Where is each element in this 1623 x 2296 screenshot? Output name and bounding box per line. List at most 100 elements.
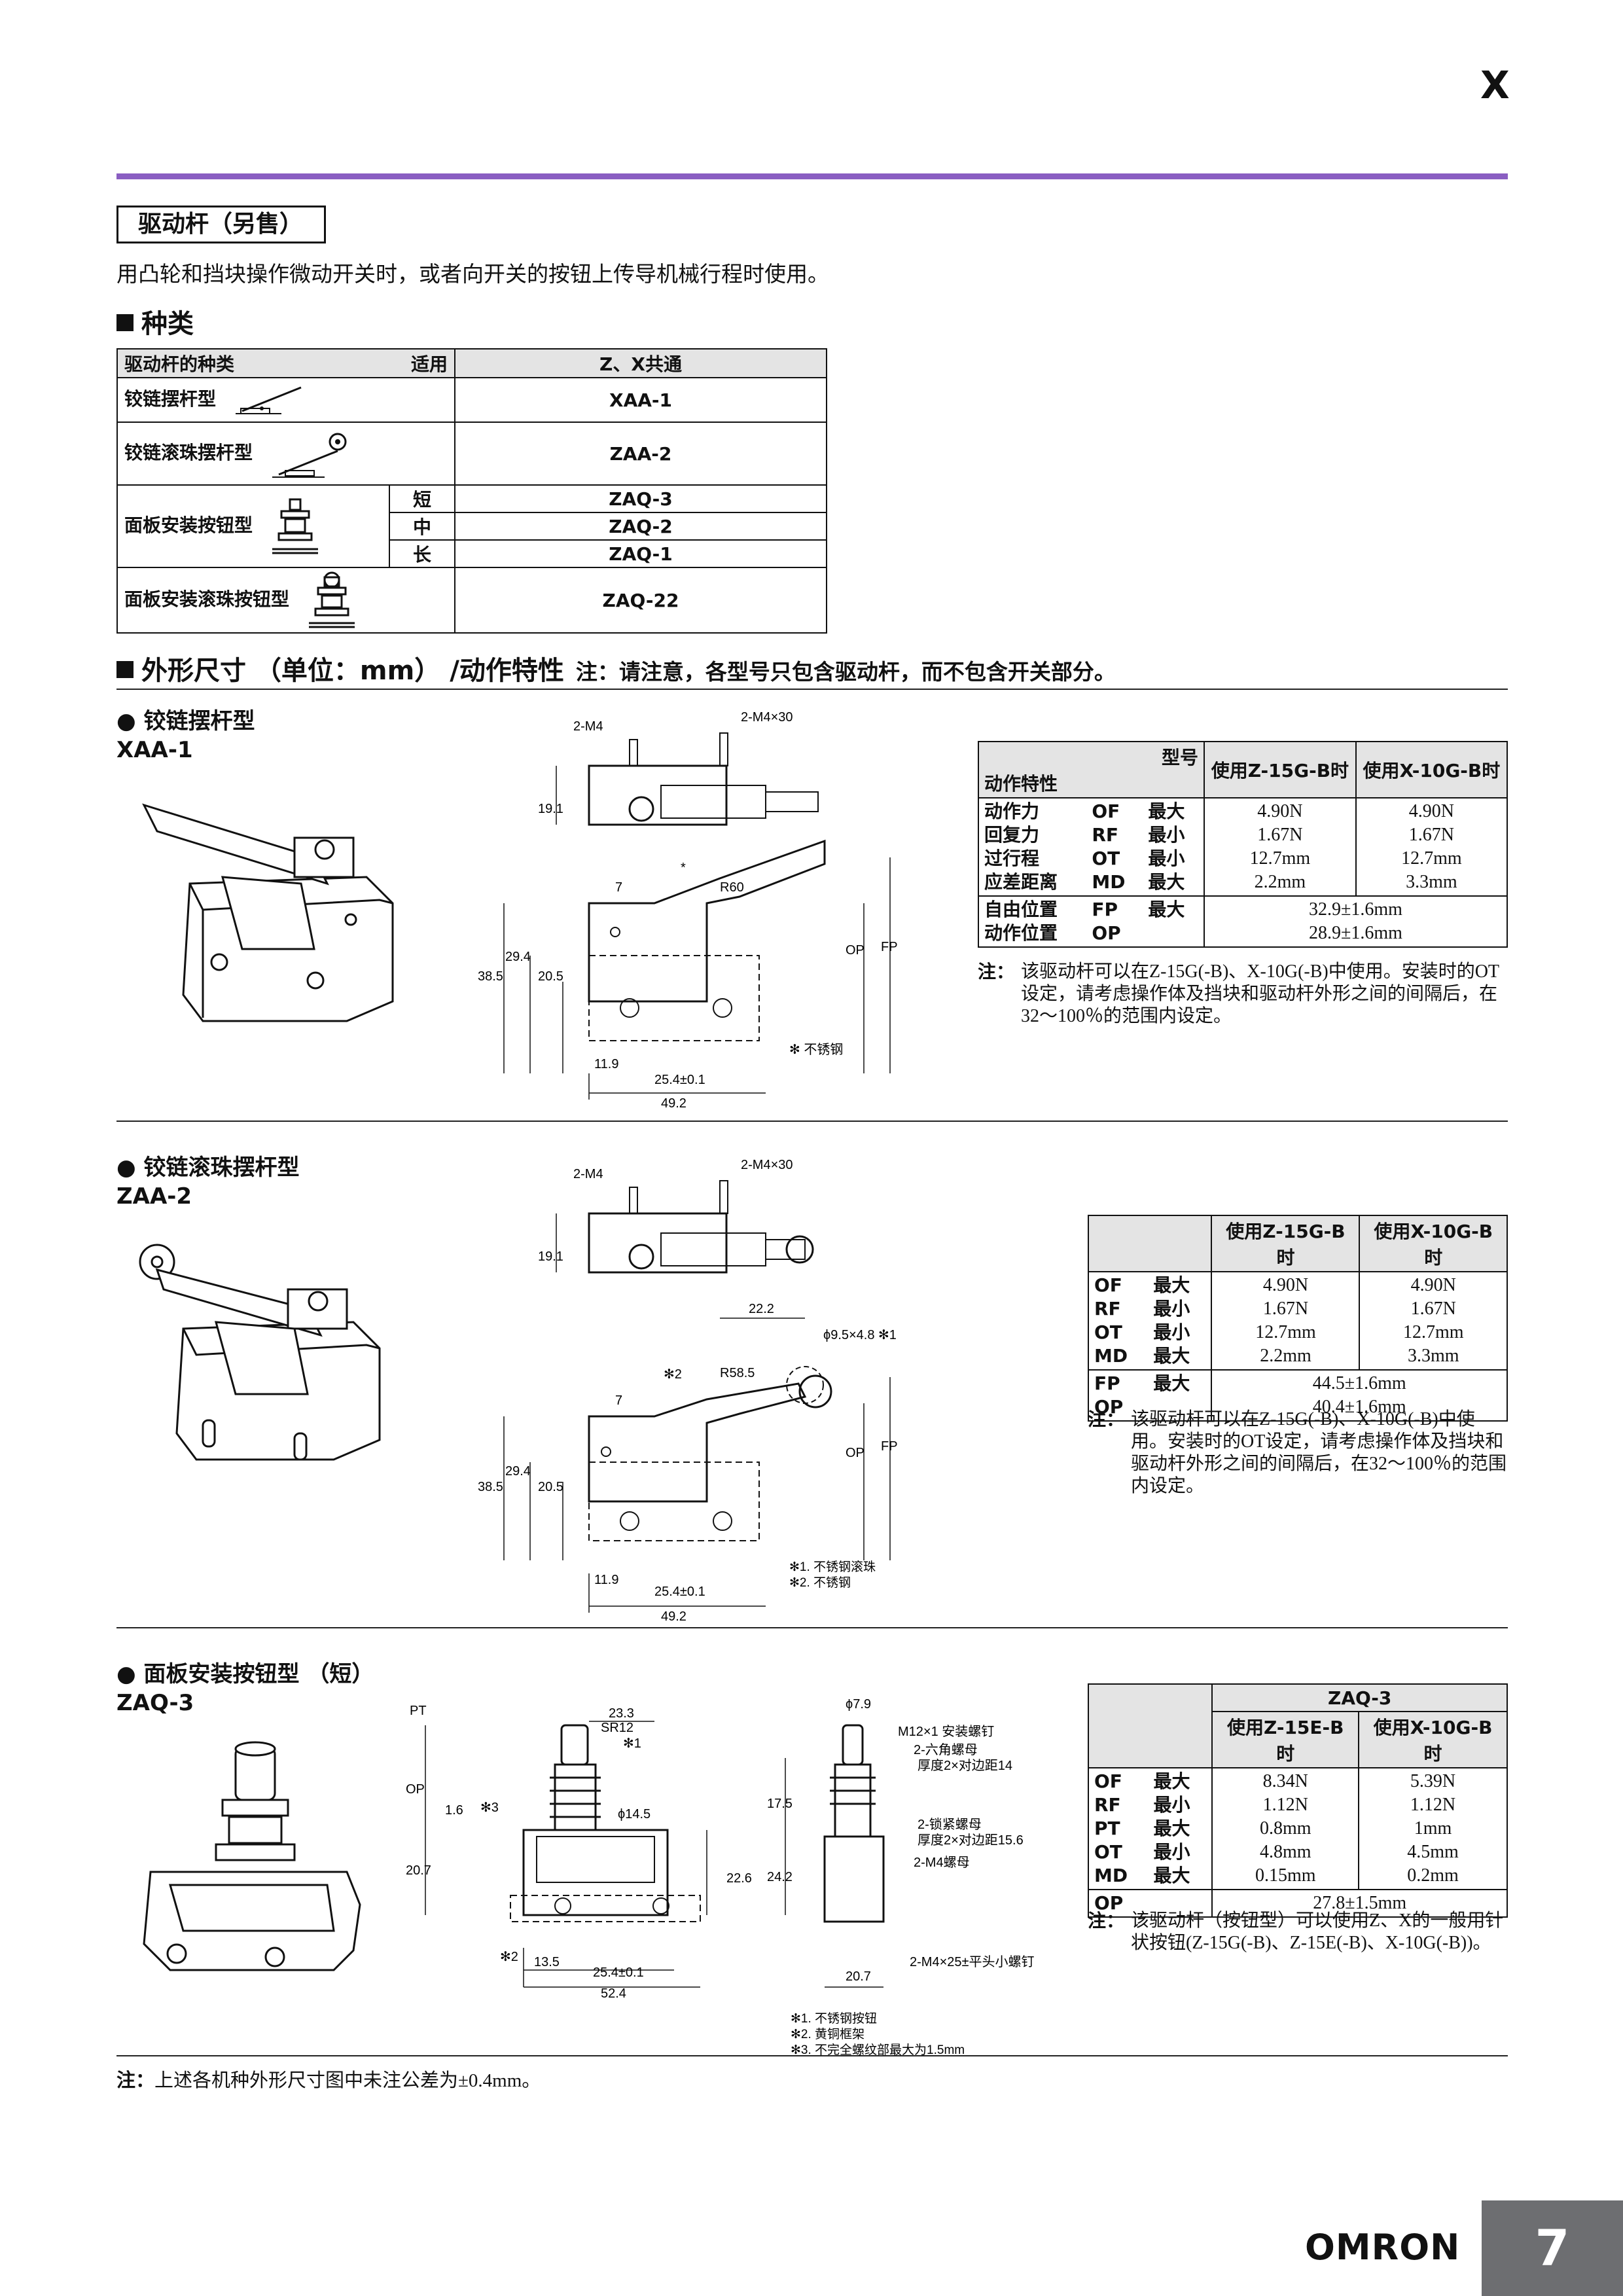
table-row: 铰链摆杆型 XAA-1 <box>116 377 827 423</box>
divider <box>116 2055 1508 2056</box>
zaq3-title: ● 面板安装按钮型 （短）ZAQ-3 <box>116 1661 374 1716</box>
section-intro: 用凸轮和挡块操作微动开关时，或者向开关的按钮上传导机械行程时使用。 <box>116 261 829 287</box>
dims-heading: 外形尺寸 （单位：mm） /动作特性注：请注意，各型号只包含驱动杆，而不包含开关… <box>116 649 1116 687</box>
model-zaq1: ZAQ-1 <box>454 539 827 568</box>
svg-text:PT: PT <box>410 1704 427 1718</box>
zaq3-dimension-drawing: PT 23.3 SR12 ✻1 OP 1.6 ✻3 ϕ14.5 20.7 22.… <box>406 1699 1034 2057</box>
section-title: 驱动杆（另售） <box>116 206 326 243</box>
svg-text:11.9: 11.9 <box>594 1057 618 1071</box>
svg-text:2-M4: 2-M4 <box>573 719 603 734</box>
svg-text:20.5: 20.5 <box>538 969 563 984</box>
svg-text:✻1. 不锈钢滚珠: ✻1. 不锈钢滚珠 <box>789 1560 876 1574</box>
svg-text:7: 7 <box>615 880 622 895</box>
svg-text:25.4±0.1: 25.4±0.1 <box>593 1965 644 1980</box>
svg-text:✻ 不锈钢: ✻ 不锈钢 <box>789 1042 843 1057</box>
svg-text:✻2. 黄铜框架: ✻2. 黄铜框架 <box>791 2027 865 2041</box>
svg-text:19.1: 19.1 <box>538 1249 563 1264</box>
svg-text:✻2. 不锈钢: ✻2. 不锈钢 <box>789 1575 851 1590</box>
types-table: 驱动杆的种类适用 Z、X共通 铰链摆杆型 XAA-1 铰链滚珠摆杆型 ZAA-2… <box>116 348 827 634</box>
svg-text:2-M4螺母: 2-M4螺母 <box>914 1855 970 1870</box>
svg-text:22.2: 22.2 <box>749 1302 774 1316</box>
model-zaa2: ZAA-2 <box>454 422 827 486</box>
svg-text:11.9: 11.9 <box>594 1573 618 1587</box>
svg-text:✻1: ✻1 <box>623 1736 641 1751</box>
zaq3-product-illustration <box>143 1741 361 1971</box>
svg-text:23.3: 23.3 <box>609 1706 634 1721</box>
types-header-model: Z、X共通 <box>454 348 827 378</box>
svg-text:M12×1 安装螺钉: M12×1 安装螺钉 <box>898 1724 994 1739</box>
svg-text:24.2: 24.2 <box>767 1870 793 1884</box>
table-row: 面板安装滚珠按钮型 ZAQ-22 <box>116 567 827 634</box>
svg-text:25.4±0.1: 25.4±0.1 <box>654 1073 705 1087</box>
svg-text:2-M4×25±平头小螺钉: 2-M4×25±平头小螺钉 <box>910 1954 1034 1969</box>
table-row: 铰链滚珠摆杆型 ZAA-2 <box>116 422 827 486</box>
table-row: 面板安装按钮型 短 ZAQ-3 <box>116 484 827 568</box>
brand-logo: OMRON <box>1305 2227 1461 2268</box>
svg-text:38.5: 38.5 <box>478 1480 503 1494</box>
header-rule <box>116 173 1508 179</box>
svg-text:22.6: 22.6 <box>726 1871 752 1886</box>
svg-text:OP: OP <box>846 1446 865 1460</box>
divider <box>116 1627 1508 1628</box>
svg-text:17.5: 17.5 <box>767 1797 793 1811</box>
svg-text:*: * <box>681 861 686 875</box>
svg-text:FP: FP <box>881 1439 898 1454</box>
zaq3-note: 注：该驱动杆（按钮型）可以使用Z、X的一般用针状按钮(Z-15G(-B)、Z-1… <box>1088 1910 1504 1953</box>
divider <box>116 1121 1508 1122</box>
square-bullet-icon <box>116 661 134 678</box>
svg-text:OP: OP <box>406 1782 425 1797</box>
table-row: 长 ZAQ-1 <box>117 539 827 568</box>
svg-text:R58.5: R58.5 <box>720 1366 755 1380</box>
dims-note: 注：请注意，各型号只包含驱动杆，而不包含开关部分。 <box>575 659 1116 685</box>
divider <box>116 689 1508 690</box>
model-xaa1: XAA-1 <box>454 377 827 423</box>
svg-text:ϕ14.5: ϕ14.5 <box>618 1807 651 1821</box>
tolerance-note: 注：上述各机种外形尺寸图中未注公差为±0.4mm。 <box>116 2070 541 2091</box>
svg-text:厚度2×对边距15.6: 厚度2×对边距15.6 <box>918 1833 1024 1848</box>
svg-text:2-M4×30: 2-M4×30 <box>741 710 793 725</box>
model-zaq2: ZAQ-2 <box>454 512 827 541</box>
svg-text:R60: R60 <box>720 880 744 895</box>
xaa1-dimension-drawing: 2-M4 2-M4×30 19.1 7 R60 * 38.5 29.4 20.5… <box>478 710 898 1111</box>
svg-text:OP: OP <box>846 943 865 958</box>
zaa2-dimension-drawing: 2-M4 2-M4×30 19.1 22.2 ϕ9.5×4.8 ✻1 ✻2 R5… <box>478 1158 898 1624</box>
panel-roller-plunger-icon <box>308 571 355 628</box>
svg-text:49.2: 49.2 <box>661 1609 687 1624</box>
svg-text:✻3. 不完全螺纹部最大为1.5mm: ✻3. 不完全螺纹部最大为1.5mm <box>791 2043 965 2057</box>
svg-text:38.5: 38.5 <box>478 969 503 984</box>
svg-text:2-锁紧螺母: 2-锁紧螺母 <box>918 1817 982 1832</box>
model-zaq22: ZAQ-22 <box>454 567 827 634</box>
svg-text:13.5: 13.5 <box>534 1955 560 1969</box>
svg-text:25.4±0.1: 25.4±0.1 <box>654 1585 705 1599</box>
xaa1-note: 注：该驱动杆可以在Z-15G(-B)、X-10G(-B)中使用。安装时的OT设定… <box>978 961 1500 1026</box>
xaa1-spec-table: 型号 动作特性 使用Z-15G-B时 使用X-10G-B时 动作力回复力过行程应… <box>977 741 1508 948</box>
svg-text:2-M4: 2-M4 <box>573 1167 603 1181</box>
page-number: 7 <box>1482 2200 1623 2296</box>
types-header-type: 驱动杆的种类适用 <box>116 348 455 378</box>
svg-text:29.4: 29.4 <box>505 950 531 964</box>
svg-text:厚度2×对边距14: 厚度2×对边距14 <box>918 1758 1012 1773</box>
table-row: OP 27.8±1.5mm <box>1087 1889 1508 1918</box>
zaa2-product-illustration <box>139 1244 381 1461</box>
svg-text:✻1. 不锈钢按钮: ✻1. 不锈钢按钮 <box>791 2011 877 2026</box>
hinge-lever-icon <box>235 386 302 414</box>
svg-text:ϕ9.5×4.8 ✻1: ϕ9.5×4.8 ✻1 <box>823 1328 897 1342</box>
series-letter: X <box>1480 63 1510 107</box>
panel-plunger-icon <box>272 498 318 554</box>
svg-text:19.1: 19.1 <box>538 802 563 816</box>
svg-text:49.2: 49.2 <box>661 1096 687 1111</box>
svg-text:29.4: 29.4 <box>505 1464 531 1479</box>
table-row: 中 ZAQ-2 <box>117 512 827 541</box>
svg-text:✻2: ✻2 <box>500 1950 518 1964</box>
svg-text:2-六角螺母: 2-六角螺母 <box>914 1742 978 1757</box>
xaa1-product-illustration <box>142 803 394 1022</box>
